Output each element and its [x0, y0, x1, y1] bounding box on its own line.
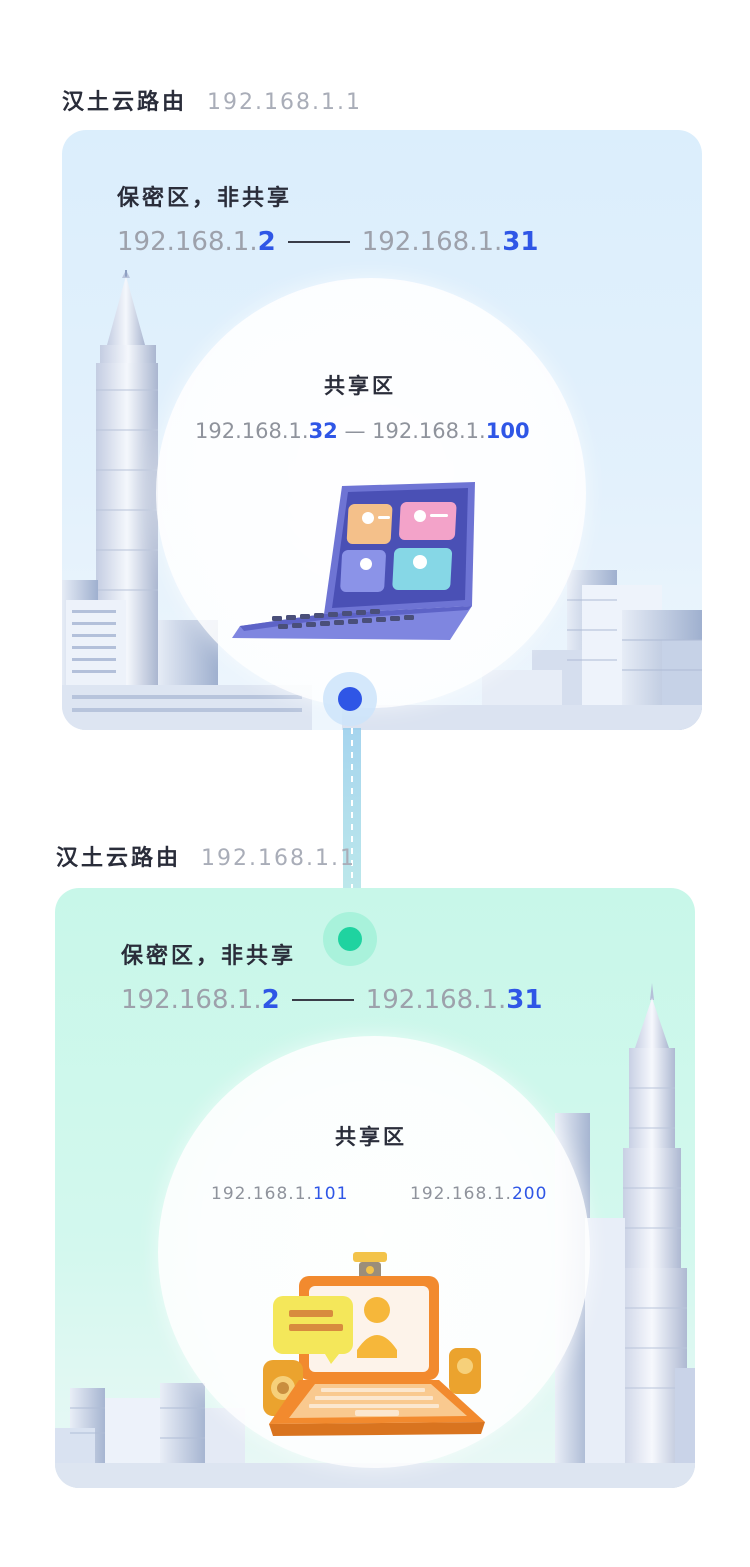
shared-a-host: 101 [312, 1184, 349, 1204]
private-start-host: 2 [257, 227, 276, 257]
blue-dot [338, 687, 362, 711]
router-ip: 192.168.1.1 [207, 90, 362, 115]
router-header-2: 汉土云路由 192.168.1.1 [56, 840, 356, 872]
private-zone-title: 保密区，非共享 [121, 944, 297, 969]
shared-range-sep: — [337, 419, 373, 443]
range-dash [287, 241, 350, 243]
private-end-host: 31 [502, 227, 539, 257]
router-name: 汉土云路由 [56, 846, 182, 871]
laptop-illustration [232, 482, 475, 640]
shared-zone-title: 共享区 [324, 374, 396, 398]
green-dot [338, 927, 362, 951]
city-skyline-illustration [62, 270, 702, 730]
private-end-prefix: 192.168.1. [365, 985, 507, 1015]
shared-end-host: 100 [485, 419, 530, 443]
shared-start-prefix: 192.168.1. [195, 419, 309, 443]
private-ip-range: 192.168.1.2 192.168.1.31 [121, 985, 542, 1015]
range-dash [291, 999, 354, 1001]
connector-dashes [351, 728, 353, 938]
private-ip-range: 192.168.1.2 192.168.1.31 [117, 227, 538, 257]
private-start-host: 2 [261, 985, 280, 1015]
connector-line [343, 728, 361, 938]
shared-a-prefix: 192.168.1. [211, 1184, 313, 1204]
network-card-1: 保密区，非共享 192.168.1.2 192.168.1.31 共享区 192… [62, 130, 702, 730]
connector-node-top [323, 672, 377, 726]
private-end-host: 31 [506, 985, 543, 1015]
shared-end-prefix: 192.168.1. [372, 419, 486, 443]
private-start-prefix: 192.168.1. [117, 227, 258, 257]
shared-ip-a: 192.168.1.101 [211, 1184, 348, 1204]
private-start-prefix: 192.168.1. [121, 985, 262, 1015]
connector-node-bottom [323, 912, 377, 966]
shared-b-host: 200 [511, 1184, 548, 1204]
shared-ip-range: 192.168.1.32 — 192.168.1.100 [195, 419, 530, 443]
router-ip: 192.168.1.1 [201, 846, 356, 871]
shared-zone-title: 共享区 [335, 1125, 407, 1149]
router-header-1: 汉土云路由 192.168.1.1 [62, 84, 362, 116]
video-call-laptop-illustration [263, 1252, 485, 1436]
private-end-prefix: 192.168.1. [361, 227, 503, 257]
shared-start-host: 32 [308, 419, 338, 443]
network-card-2: 保密区，非共享 192.168.1.2 192.168.1.31 共享区 192… [55, 888, 695, 1488]
shared-b-prefix: 192.168.1. [410, 1184, 512, 1204]
router-name: 汉土云路由 [62, 90, 188, 115]
private-zone-title: 保密区，非共享 [117, 186, 293, 211]
shared-ip-b: 192.168.1.200 [410, 1184, 547, 1204]
